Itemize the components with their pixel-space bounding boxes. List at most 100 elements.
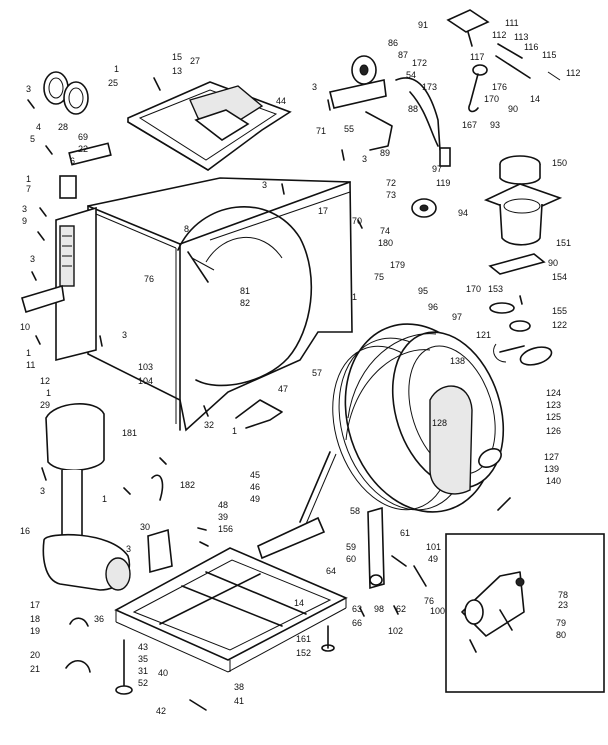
part-label: 155 [552, 306, 567, 316]
part-label: 152 [296, 648, 311, 658]
part-label: 121 [476, 330, 491, 340]
drive-belt [235, 399, 337, 560]
part-label: 17 [318, 206, 328, 216]
cabinet-body [87, 177, 353, 432]
part-label: 15 [172, 52, 182, 62]
part-label: 100 [430, 606, 445, 616]
part-label: 115 [542, 50, 556, 60]
part-label: 35 [138, 654, 148, 664]
part-label: 3 [262, 180, 267, 190]
part-label: 72 [386, 178, 396, 188]
part-label: 93 [490, 120, 500, 130]
part-label: 3 [362, 154, 367, 164]
part-label: 181 [122, 428, 137, 438]
part-label: 18 [30, 614, 40, 624]
part-label: 70 [352, 216, 362, 226]
part-label: 39 [218, 512, 228, 522]
part-label: 78 [558, 590, 568, 600]
part-label: 123 [546, 400, 561, 410]
part-label: 1 [102, 494, 107, 504]
part-label: 113 [514, 32, 528, 42]
part-label: 1 [114, 64, 119, 74]
part-label: 74 [380, 226, 390, 236]
part-label: 140 [546, 476, 561, 486]
part-label: 111 [505, 18, 519, 28]
part-label: 38 [234, 682, 244, 692]
part-label: 58 [350, 506, 360, 516]
part-label: 10 [20, 322, 30, 332]
part-label: 40 [158, 668, 168, 678]
part-label: 44 [276, 96, 286, 106]
part-label: 97 [432, 164, 442, 174]
part-label: 112 [566, 68, 580, 78]
part-label: 57 [312, 368, 322, 378]
part-label: 6 [70, 156, 75, 166]
top-cover [127, 81, 292, 171]
part-label: 69 [78, 132, 88, 142]
part-label: 8 [184, 224, 189, 234]
part-label: 21 [30, 664, 40, 674]
part-label: 3 [22, 204, 27, 214]
part-label: 55 [344, 124, 354, 134]
part-label: 36 [94, 614, 104, 624]
part-label: 116 [524, 42, 538, 52]
part-label: 179 [390, 260, 405, 270]
part-label: 9 [22, 216, 27, 226]
part-label: 48 [218, 500, 228, 510]
part-label: 127 [544, 452, 559, 462]
part-label: 75 [374, 272, 384, 282]
part-label: 7 [26, 184, 31, 194]
part-label: 30 [140, 522, 150, 532]
part-label: 4 [36, 122, 41, 132]
part-label: 122 [552, 320, 567, 330]
part-label: 64 [326, 566, 336, 576]
screw [27, 77, 523, 617]
part-label: 43 [138, 642, 148, 652]
part-label: 173 [422, 82, 437, 92]
part-label: 62 [396, 604, 406, 614]
part-label: 54 [406, 70, 416, 80]
part-label: 31 [138, 666, 148, 676]
detail-inset [445, 533, 605, 693]
part-label: 1 [26, 348, 31, 358]
part-label: 1 [352, 292, 357, 302]
lint-housing [483, 155, 563, 275]
part-label: 101 [426, 542, 441, 552]
part-label: 154 [552, 272, 567, 282]
part-label: 52 [138, 678, 148, 688]
part-label: 19 [30, 626, 40, 636]
part-label: 47 [278, 384, 288, 394]
part-label: 156 [218, 524, 233, 534]
part-label: 94 [458, 208, 468, 218]
part-label: 28 [58, 122, 68, 132]
part-label: 126 [546, 426, 561, 436]
hinge-assembly [446, 9, 561, 113]
part-label: 13 [172, 66, 182, 76]
control-knob [43, 71, 89, 115]
part-label: 59 [346, 542, 356, 552]
part-label: 66 [352, 618, 362, 628]
part-label: 170 [466, 284, 481, 294]
part-label: 98 [374, 604, 384, 614]
part-label: 12 [40, 376, 50, 386]
part-label: 180 [378, 238, 393, 248]
part-label: 138 [450, 356, 465, 366]
part-label: 41 [234, 696, 244, 706]
part-label: 97 [452, 312, 462, 322]
part-label: 102 [388, 626, 403, 636]
part-label: 153 [488, 284, 503, 294]
part-label: 1 [26, 174, 31, 184]
part-label: 90 [548, 258, 558, 268]
part-label: 22 [78, 144, 88, 154]
part-label: 112 [492, 30, 506, 40]
side-panel [55, 206, 97, 362]
part-label: 27 [190, 56, 200, 66]
part-label: 151 [556, 238, 571, 248]
part-label: 25 [108, 78, 118, 88]
part-label: 16 [20, 526, 30, 536]
part-label: 124 [546, 388, 561, 398]
part-label: 29 [40, 400, 50, 410]
base-frame [114, 547, 348, 673]
part-label: 3 [30, 254, 35, 264]
